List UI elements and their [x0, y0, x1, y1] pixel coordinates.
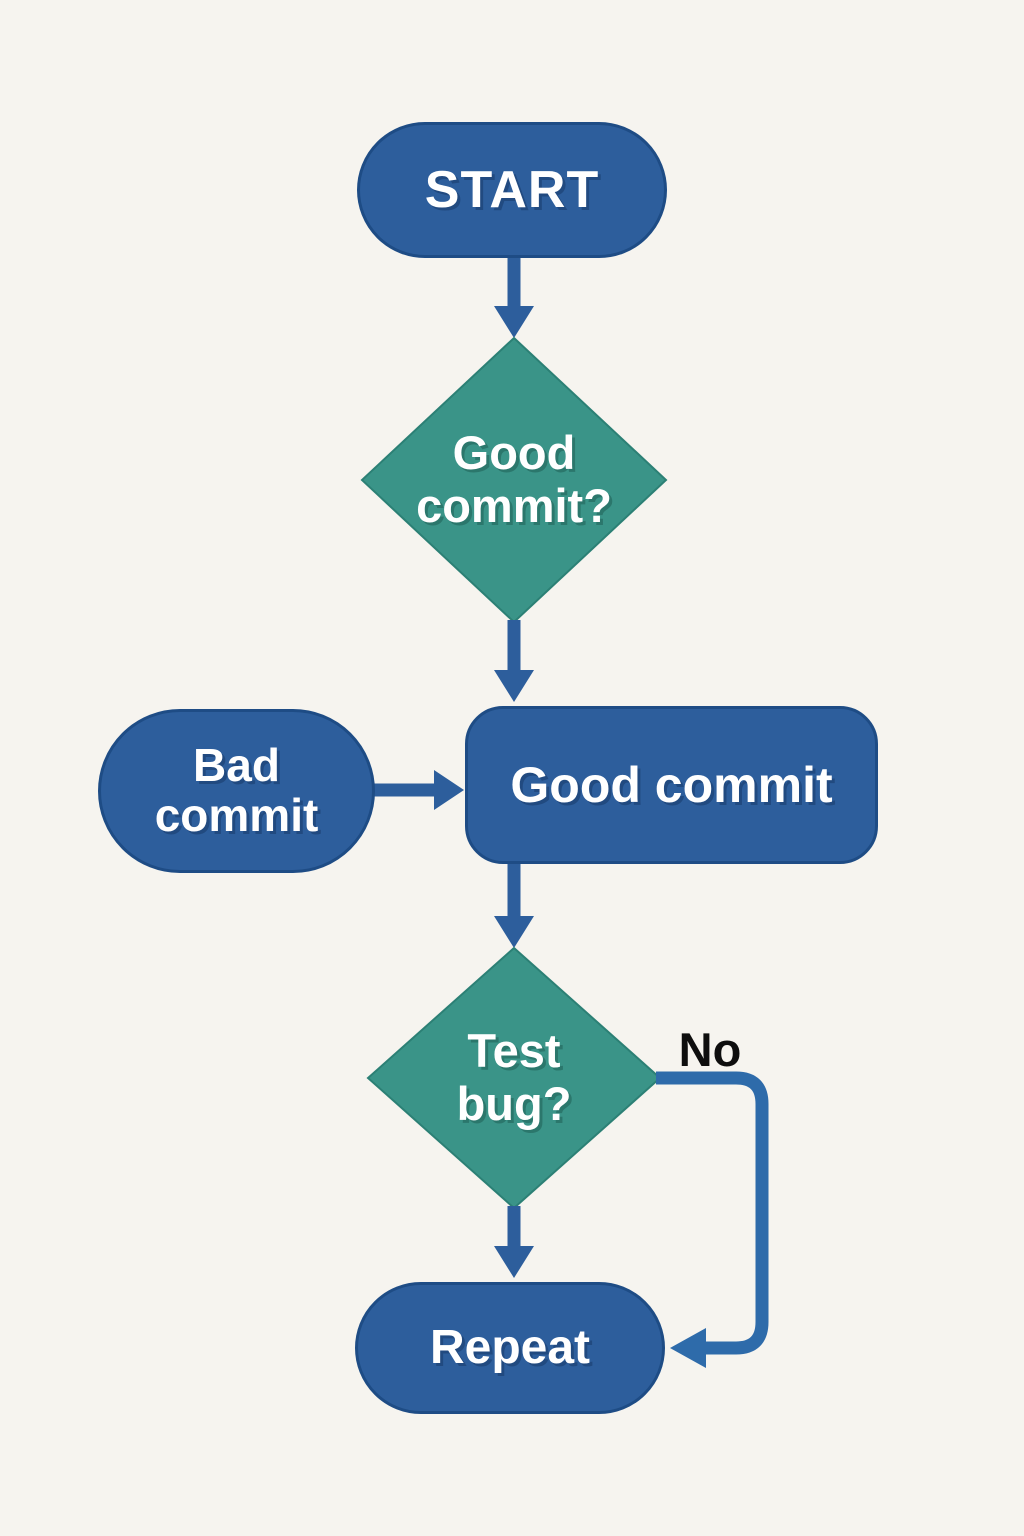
decision-good-commit-diamond — [360, 336, 668, 624]
start-node-label: START — [424, 160, 600, 219]
no-loop-line — [656, 1071, 769, 1355]
arrowhead-decision2-to-repeat — [494, 1246, 534, 1278]
bad-commit-label: Bad commit — [154, 739, 319, 841]
arrowhead-badcommit-to-goodcommit — [434, 770, 464, 810]
arrowhead-start-to-decision1 — [494, 306, 534, 338]
arrowhead-no-loop-to-repeat — [670, 1328, 706, 1368]
repeat-node: Repeat — [355, 1282, 665, 1414]
arrowhead-decision1-to-goodcommit — [494, 670, 534, 702]
arrowhead-goodcommit-to-decision2 — [494, 916, 534, 948]
start-node: START — [357, 122, 667, 258]
good-commit-label: Good commit — [510, 757, 833, 813]
no-edge-label: No — [678, 1023, 742, 1076]
repeat-node-label: Repeat — [429, 1321, 591, 1375]
bad-commit-node: Bad commit — [98, 709, 375, 873]
decision-test-bug-diamond — [366, 946, 662, 1210]
good-commit-node: Good commit — [465, 706, 878, 864]
